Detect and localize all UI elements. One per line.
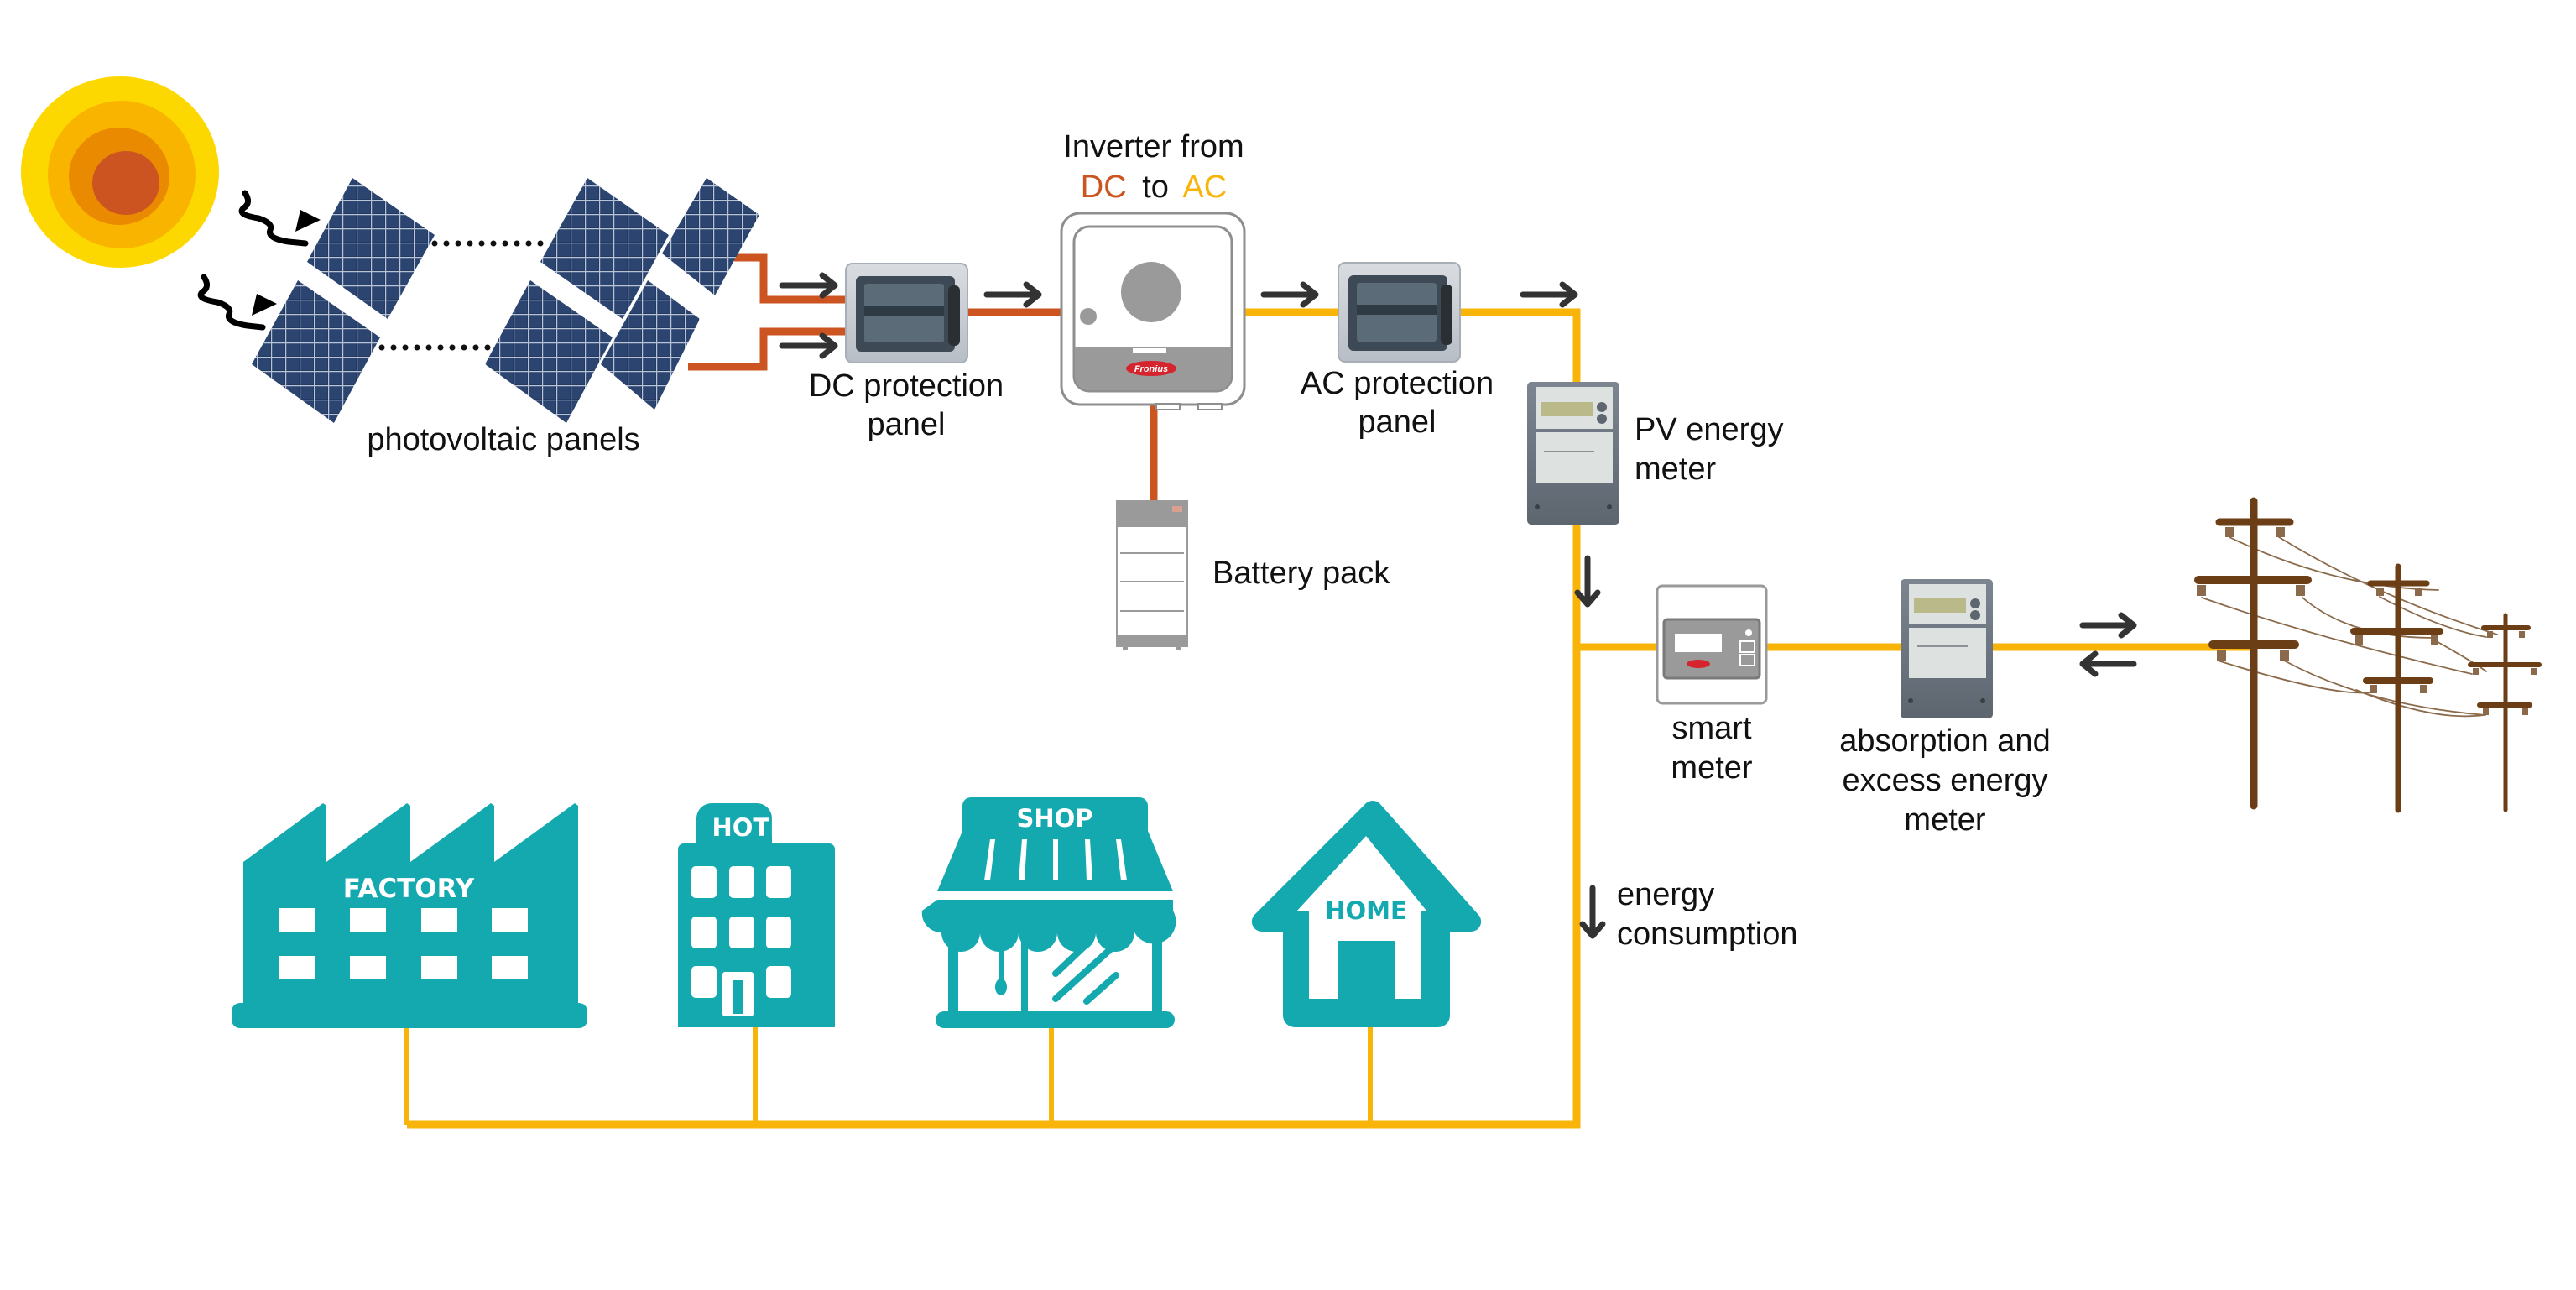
solar-panel-icon [307, 178, 435, 319]
battery-icon [1116, 500, 1188, 650]
grid-meter-label-line3: meter [1904, 802, 1985, 838]
electrical-panel-icon [1338, 262, 1461, 363]
ac-protection-panel: AC protection panel [1301, 262, 1494, 440]
consumption-label-line2: consumption [1617, 917, 1797, 952]
smart-meter-icon [1656, 584, 1768, 705]
hotel-windows [691, 866, 791, 1016]
pv-meter-label-line2: meter [1635, 452, 1716, 487]
smart-meter-label-line1: smart [1672, 711, 1752, 746]
sunlight-ray-arrow-icon [238, 190, 321, 247]
sunlight-ray-arrow-icon [197, 274, 277, 331]
ac-panel-label-line2: panel [1358, 405, 1437, 440]
solar-panel-icon [662, 178, 759, 295]
dc-protection-panel: DC protection panel [809, 263, 1004, 442]
shop-label: SHOP [1016, 804, 1092, 833]
flow-arrow-icon [779, 332, 838, 359]
solar-panel-icon [485, 280, 613, 423]
flow-arrow-icon [1574, 555, 1601, 608]
energy-meter-icon [1901, 579, 1993, 718]
panel-continuation-dots [378, 240, 544, 351]
power-pole-icon [2194, 497, 2312, 810]
pv-panels-label: photovoltaic panels [367, 422, 639, 457]
electrical-panel-icon [845, 263, 968, 363]
factory-windows [279, 908, 528, 979]
factory-building: FACTORY [232, 803, 587, 1028]
dc-wire-top [734, 253, 849, 304]
inverter-label-to: to [1142, 170, 1169, 205]
flow-arrow-icon [779, 272, 838, 299]
inverter-label-dc: DC [1081, 170, 1127, 205]
power-pole-icon [2350, 563, 2443, 813]
home-interior [1297, 836, 1426, 999]
factory-icon [232, 803, 587, 1028]
smart-meter-label-line2: meter [1671, 750, 1752, 786]
fronius-logo: Fronius [1134, 364, 1168, 374]
absorption-excess-meter: absorption and excess energy meter [1839, 579, 2051, 838]
dc-wire-bottom [688, 327, 849, 371]
grid-meter-label-line1: absorption and [1839, 723, 2050, 759]
hotel-building: HOTEL [678, 803, 835, 1027]
ac-wire-main [407, 308, 1581, 1129]
hotel-icon [678, 803, 835, 1027]
grid-meter-label-line2: excess energy [1842, 763, 2047, 798]
inverter-label-line2: DC to AC [1081, 170, 1227, 205]
photovoltaic-panels: photovoltaic panels [252, 178, 759, 457]
energy-meter-icon [1527, 382, 1619, 525]
pv-meter-label-line1: PV energy [1635, 412, 1783, 447]
inverter-icon: Fronius [1060, 212, 1246, 410]
shop-building: SHOP [921, 797, 1176, 1028]
hotel-label: HOTEL [712, 813, 802, 842]
flow-arrow-icon [1520, 281, 1578, 308]
flow-arrow-icon-from-grid [2079, 650, 2137, 677]
battery-pack: Battery pack [1116, 500, 1390, 650]
power-grid [2194, 497, 2542, 813]
flow-arrow-icon-to-grid [2079, 612, 2137, 639]
factory-label: FACTORY [343, 874, 475, 904]
pv-energy-meter: PV energy meter [1527, 382, 1783, 525]
sun-icon [21, 76, 219, 268]
solar-panel-icon [601, 280, 700, 410]
smart-meter: smart meter [1656, 584, 1768, 786]
flow-arrow-icon [1260, 281, 1319, 308]
inverter-label-line1: Inverter from [1063, 129, 1244, 165]
consumption-label-line1: energy [1617, 877, 1714, 912]
hotel-door [733, 980, 743, 1014]
home-building: HOME [1251, 800, 1482, 1027]
power-wires [2201, 536, 2498, 718]
awning-stripes [984, 839, 1127, 880]
dc-panel-label-line1: DC protection [809, 368, 1004, 404]
inverter-label-ac: AC [1182, 170, 1227, 205]
solar-panel-icon [252, 280, 380, 423]
flow-arrow-icon [983, 281, 1042, 308]
home-label: HOME [1325, 896, 1407, 925]
dc-panel-label-line2: panel [868, 407, 946, 442]
solar-panel-icon [540, 178, 669, 319]
inverter: Inverter from DC to AC Fronius [1060, 129, 1246, 410]
flow-arrow-icon [1579, 885, 1606, 939]
ac-panel-label-line1: AC protection [1301, 366, 1494, 401]
battery-label: Battery pack [1212, 556, 1390, 591]
power-pole-icon [2468, 613, 2542, 812]
